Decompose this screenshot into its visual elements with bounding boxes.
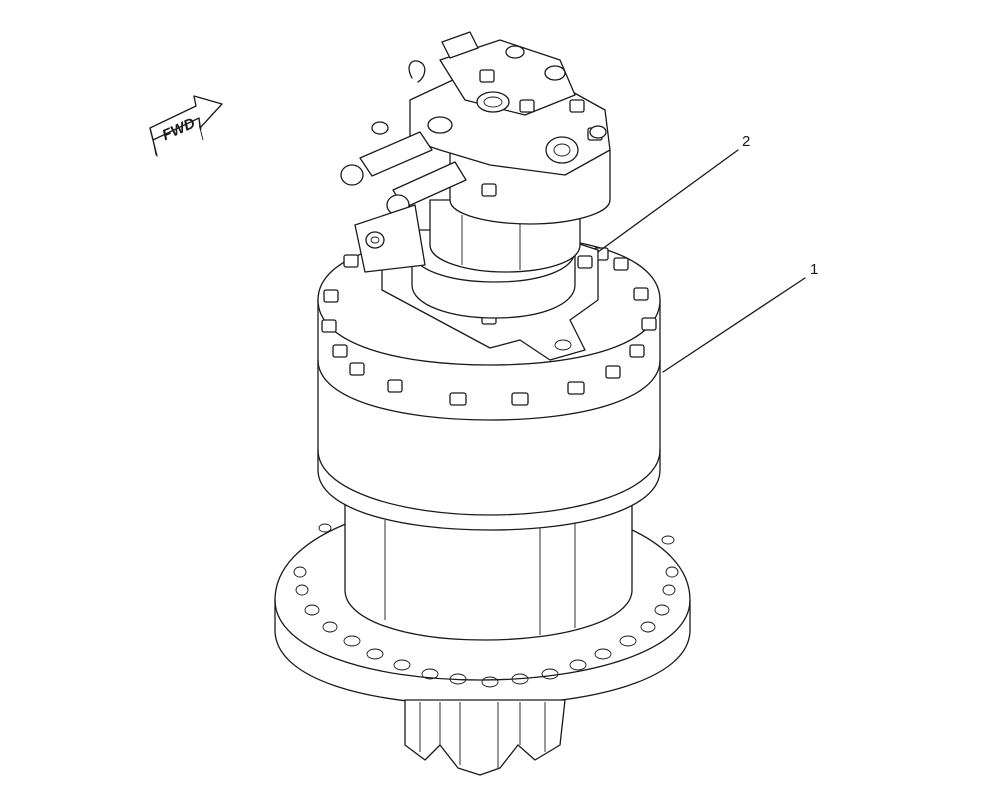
- relief-valves: [340, 121, 607, 273]
- output-pinion: [404, 699, 566, 776]
- callout-number-2: 2: [742, 133, 750, 150]
- flange-bolt-holes: [293, 523, 679, 688]
- callout-1: 1: [662, 261, 818, 373]
- housing-bolts: [321, 247, 657, 406]
- fwd-arrow-icon: FWD: [149, 95, 223, 157]
- lower-housing: [344, 489, 633, 641]
- fwd-label: FWD: [160, 115, 198, 144]
- leader-line-2: [597, 149, 739, 253]
- callout-number-1: 1: [810, 261, 818, 278]
- leader-line-1: [662, 277, 806, 373]
- callout-2: 2: [597, 133, 750, 253]
